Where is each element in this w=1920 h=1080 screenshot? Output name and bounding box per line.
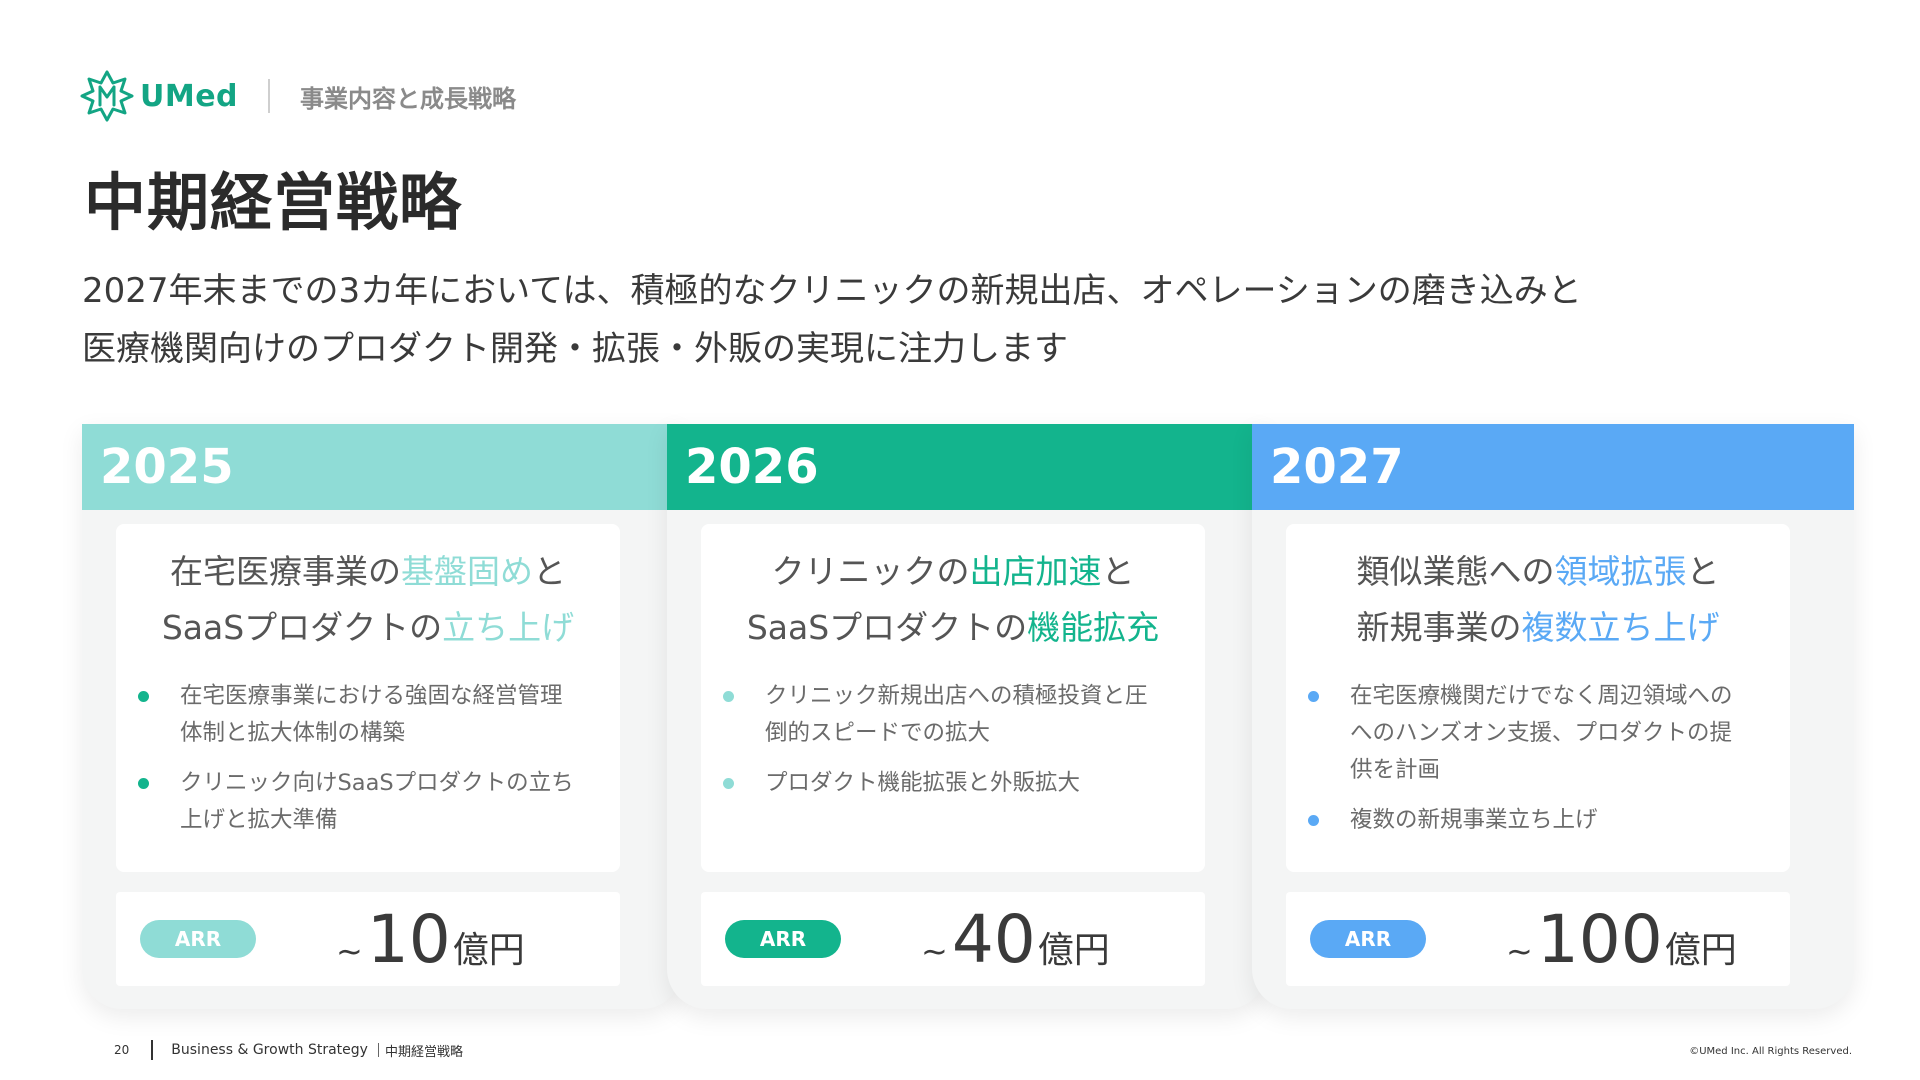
headline: 在宅医療事業の基盤固めと SaaSプロダクトの立ち上げ <box>116 544 620 656</box>
card-2026: 2026 クリニックの出店加速と SaaSプロダクトの機能拡充 クリニック新規出… <box>667 424 1267 1009</box>
arr-badge: ARR <box>140 920 256 958</box>
headline-line: SaaSプロダクトの機能拡充 <box>701 600 1205 656</box>
bullet-dot <box>723 778 734 789</box>
lead-text: 2027年末までの3カ年においては、積極的なクリニックの新規出店、オペレーション… <box>82 262 1582 378</box>
bullet-text: 在宅医療機関だけでなく周辺領域への <box>1350 683 1733 709</box>
headline-highlight: 領域拡張 <box>1554 552 1687 591</box>
arr-value: ~ 100 億円 <box>1506 901 1737 978</box>
year-band: 2026 <box>667 424 1267 510</box>
arr-number: 10 <box>366 900 451 978</box>
arr-value: ~ 10 億円 <box>336 901 525 978</box>
bullet-dot <box>138 691 149 702</box>
headline-line: クリニックの出店加速と <box>701 544 1205 600</box>
headline: 類似業態への領域拡張と 新規事業の複数立ち上げ <box>1286 544 1790 656</box>
list-item: 在宅医療機関だけでなく周辺領域へのへのハンズオン支援、プロダクトの提供を計画 <box>1308 678 1770 789</box>
headline-text: 新規事業の <box>1356 608 1522 647</box>
list-item: クリニック新規出店への積極投資と圧倒的スピードでの拡大 <box>723 678 1185 752</box>
section-label: 事業内容と成長戦略 <box>300 84 517 113</box>
bullet-text: 上げと拡大準備 <box>180 807 338 833</box>
bullet-text: クリニック向けSaaSプロダクトの立ち <box>180 770 574 796</box>
footer-divider <box>151 1040 154 1060</box>
arr-badge: ARR <box>1310 920 1426 958</box>
headline-line: 類似業態への領域拡張と <box>1286 544 1790 600</box>
footer-section-jp: 中期経営戦略 <box>384 1044 463 1060</box>
year-label: 2025 <box>100 439 234 495</box>
bullet-dot <box>138 778 149 789</box>
headline-highlight: 立ち上げ <box>442 608 575 647</box>
bullet-list: クリニック新規出店への積極投資と圧倒的スピードでの拡大 プロダクト機能拡張と外販… <box>701 678 1205 802</box>
headline-highlight: 複数立ち上げ <box>1521 608 1720 647</box>
lead-line-1: 2027年末までの3カ年においては、積極的なクリニックの新規出店、オペレーション… <box>82 271 1582 311</box>
bullet-text: 在宅医療事業における強固な経営管理 <box>180 683 563 709</box>
arr-prefix: ~ <box>921 931 948 970</box>
headline-text: と <box>1101 552 1135 591</box>
headline-highlight: 機能拡充 <box>1027 608 1160 647</box>
header: UMed 事業内容と成長戦略 <box>80 68 516 124</box>
headline-text: と <box>1686 552 1720 591</box>
list-item: プロダクト機能拡張と外販拡大 <box>723 765 1185 802</box>
arr-box: ARR ~ 40 億円 <box>701 892 1205 986</box>
year-band: 2025 <box>82 424 682 510</box>
headline-line: SaaSプロダクトの立ち上げ <box>116 600 620 656</box>
bullet-dot <box>723 691 734 702</box>
logo-icon <box>80 70 134 122</box>
card-2025: 2025 在宅医療事業の基盤固めと SaaSプロダクトの立ち上げ 在宅医療事業に… <box>82 424 682 1009</box>
headline-line: 新規事業の複数立ち上げ <box>1286 600 1790 656</box>
goal-box: 在宅医療事業の基盤固めと SaaSプロダクトの立ち上げ 在宅医療事業における強固… <box>116 524 620 872</box>
headline-text: SaaSプロダクトの <box>746 608 1028 647</box>
headline-highlight: 基盤固め <box>401 552 533 591</box>
headline-highlight: 出店加速 <box>969 552 1102 591</box>
arr-box: ARR ~ 100 億円 <box>1286 892 1790 986</box>
headline-text: 在宅医療事業の <box>170 552 401 591</box>
card-2027: 2027 類似業態への領域拡張と 新規事業の複数立ち上げ 在宅医療機関だけでなく… <box>1252 424 1854 1009</box>
headline-text: クリニックの <box>771 552 970 591</box>
headline: クリニックの出店加速と SaaSプロダクトの機能拡充 <box>701 544 1205 656</box>
lead-line-2: 医療機関向けのプロダクト開発・拡張・外販の実現に注力します <box>82 329 1068 369</box>
headline-text: と <box>533 552 566 591</box>
arr-prefix: ~ <box>1506 931 1533 970</box>
bullet-text: 倒的スピードでの拡大 <box>765 720 991 746</box>
bullet-text: 供を計画 <box>1350 757 1441 783</box>
year-band: 2027 <box>1252 424 1854 510</box>
list-item: 在宅医療事業における強固な経営管理体制と拡大体制の構築 <box>138 678 600 752</box>
year-label: 2026 <box>685 439 819 495</box>
headline-text: SaaSプロダクトの <box>161 608 443 647</box>
arr-unit: 億円 <box>452 929 525 971</box>
goal-box: 類似業態への領域拡張と 新規事業の複数立ち上げ 在宅医療機関だけでなく周辺領域へ… <box>1286 524 1790 872</box>
year-label: 2027 <box>1270 439 1404 495</box>
copyright: ©UMed Inc. All Rights Reserved. <box>1689 1046 1852 1057</box>
headline-text: 類似業態への <box>1356 552 1555 591</box>
bullet-text: クリニック新規出店への積極投資と圧 <box>765 683 1148 709</box>
goal-box: クリニックの出店加速と SaaSプロダクトの機能拡充 クリニック新規出店への積極… <box>701 524 1205 872</box>
arr-unit: 億円 <box>1037 929 1110 971</box>
bullet-text: 複数の新規事業立ち上げ <box>1350 807 1598 833</box>
footer-divider-small <box>377 1043 379 1057</box>
arr-number: 100 <box>1536 900 1663 978</box>
arr-number: 40 <box>951 900 1036 978</box>
footer-section-en: Business & Growth Strategy <box>171 1042 368 1058</box>
header-divider <box>268 79 271 113</box>
page-title: 中期経営戦略 <box>84 166 463 239</box>
arr-value: ~ 40 億円 <box>921 901 1110 978</box>
headline-line: 在宅医療事業の基盤固めと <box>116 544 620 600</box>
list-item: クリニック向けSaaSプロダクトの立ち上げと拡大準備 <box>138 765 600 839</box>
bullet-dot <box>1308 691 1319 702</box>
strategy-cards: 2025 在宅医療事業の基盤固めと SaaSプロダクトの立ち上げ 在宅医療事業に… <box>82 424 1854 1014</box>
arr-prefix: ~ <box>336 931 363 970</box>
bullet-list: 在宅医療事業における強固な経営管理体制と拡大体制の構築 クリニック向けSaaSプ… <box>116 678 620 839</box>
footer: 20 Business & Growth Strategy 中期経営戦略 <box>114 1040 463 1060</box>
bullet-text: プロダクト機能拡張と外販拡大 <box>765 770 1081 796</box>
bullet-text: へのハンズオン支援、プロダクトの提 <box>1350 720 1733 746</box>
brand-name: UMed <box>140 78 239 114</box>
list-item: 複数の新規事業立ち上げ <box>1308 802 1770 839</box>
bullet-list: 在宅医療機関だけでなく周辺領域へのへのハンズオン支援、プロダクトの提供を計画 複… <box>1286 678 1790 839</box>
arr-box: ARR ~ 10 億円 <box>116 892 620 986</box>
bullet-text: 体制と拡大体制の構築 <box>180 720 406 746</box>
page-number: 20 <box>114 1043 130 1057</box>
bullet-dot <box>1308 815 1319 826</box>
arr-unit: 億円 <box>1664 929 1737 971</box>
arr-badge: ARR <box>725 920 841 958</box>
